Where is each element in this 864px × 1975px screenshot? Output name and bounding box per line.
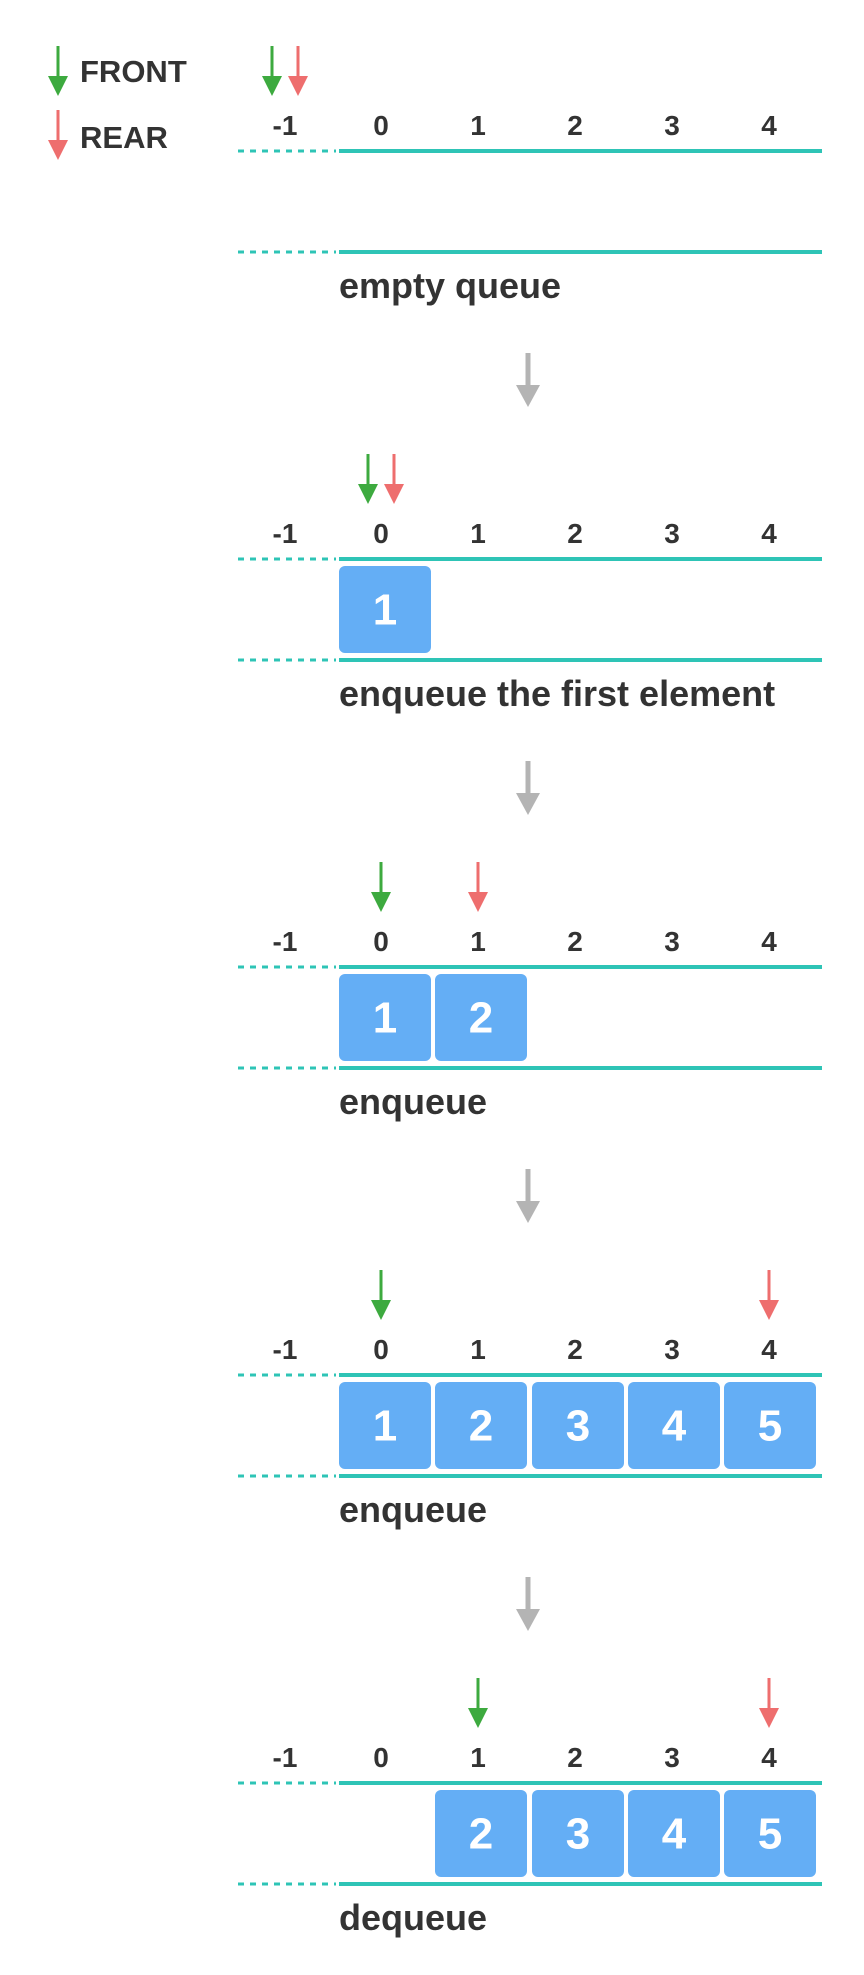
front-pointer-arrow-icon xyxy=(371,1270,391,1320)
front-legend-label: FRONT xyxy=(80,54,187,89)
queue-cell-value: 2 xyxy=(469,1810,493,1859)
index-label: 4 xyxy=(761,518,777,549)
index-label: 4 xyxy=(761,926,777,957)
front-legend-arrow-icon xyxy=(48,46,68,96)
queue-cell xyxy=(628,1790,720,1877)
index-label: 1 xyxy=(470,518,486,549)
front-pointer-arrow-icon xyxy=(262,46,282,96)
index-label: 2 xyxy=(567,110,583,141)
index-label: 2 xyxy=(567,1742,583,1773)
stage-caption: dequeue xyxy=(339,1897,487,1938)
index-label: 1 xyxy=(470,110,486,141)
process-down-arrow-icon xyxy=(516,353,540,407)
queue-cell-value: 4 xyxy=(662,1810,687,1859)
rear-pointer-arrow-icon xyxy=(759,1678,779,1728)
queue-cell xyxy=(339,566,431,653)
index-label: 3 xyxy=(664,518,680,549)
rear-legend-label: REAR xyxy=(80,120,168,155)
queue-cell-value: 1 xyxy=(373,1402,397,1451)
index-label: 2 xyxy=(567,518,583,549)
index-label: 2 xyxy=(567,1334,583,1365)
index-label: -1 xyxy=(273,1334,298,1365)
queue-stage: -1 0 1 2 3 4 2 3 4 5 dequeue xyxy=(238,1678,822,1938)
queue-cell-value: 5 xyxy=(758,1810,782,1859)
queue-cell-value: 2 xyxy=(469,1402,493,1451)
legend: FRONT REAR xyxy=(48,46,187,160)
rear-pointer-arrow-icon xyxy=(384,454,404,504)
rear-legend-arrow-icon xyxy=(48,110,68,160)
index-label: -1 xyxy=(273,1742,298,1773)
index-label: 1 xyxy=(470,1334,486,1365)
index-label: 0 xyxy=(373,518,389,549)
queue-stage: -1 0 1 2 3 4 empty queue xyxy=(238,46,822,407)
queue-stage: -1 0 1 2 3 4 1 enqueue the first element xyxy=(238,454,822,815)
process-down-arrow-icon xyxy=(516,1577,540,1631)
index-label: 1 xyxy=(470,926,486,957)
queue-cell xyxy=(435,1382,527,1469)
queue-cell xyxy=(532,1790,624,1877)
index-label: 3 xyxy=(664,926,680,957)
stage-caption: enqueue xyxy=(339,1489,487,1530)
index-label: 3 xyxy=(664,1742,680,1773)
queue-cell xyxy=(532,1382,624,1469)
index-label: 4 xyxy=(761,1742,777,1773)
queue-stage: -1 0 1 2 3 4 1 2 enqueue xyxy=(238,862,822,1223)
index-label: -1 xyxy=(273,110,298,141)
queue-cell-value: 2 xyxy=(469,994,493,1043)
queue-cell xyxy=(628,1382,720,1469)
queue-cell xyxy=(724,1382,816,1469)
index-label: 0 xyxy=(373,926,389,957)
rear-pointer-arrow-icon xyxy=(759,1270,779,1320)
index-label: -1 xyxy=(273,926,298,957)
index-label: 0 xyxy=(373,110,389,141)
queue-cell-value: 3 xyxy=(566,1402,590,1451)
index-label: 4 xyxy=(761,110,777,141)
queue-cell xyxy=(435,974,527,1061)
queue-cell xyxy=(339,1382,431,1469)
index-label: 2 xyxy=(567,926,583,957)
queue-cell xyxy=(724,1790,816,1877)
index-label: 4 xyxy=(761,1334,777,1365)
index-label: 3 xyxy=(664,1334,680,1365)
queue-cell-value: 1 xyxy=(373,994,397,1043)
stage-caption: empty queue xyxy=(339,265,561,306)
queue-stages: -1 0 1 2 3 4 empty queue -1 0 1 2 3 4 1 enqueue the fi… xyxy=(238,46,822,1938)
rear-pointer-arrow-icon xyxy=(468,862,488,912)
rear-pointer-arrow-icon xyxy=(288,46,308,96)
front-pointer-arrow-icon xyxy=(358,454,378,504)
queue-cell xyxy=(435,1790,527,1877)
process-down-arrow-icon xyxy=(516,761,540,815)
index-label: 3 xyxy=(664,110,680,141)
queue-cell xyxy=(339,974,431,1061)
index-label: -1 xyxy=(273,518,298,549)
front-pointer-arrow-icon xyxy=(371,862,391,912)
queue-cell-value: 4 xyxy=(662,1402,687,1451)
queue-cell-value: 3 xyxy=(566,1810,590,1859)
queue-stage: -1 0 1 2 3 4 1 2 3 4 5 enqueue xyxy=(238,1270,822,1631)
stage-caption: enqueue the first element xyxy=(339,673,775,714)
front-pointer-arrow-icon xyxy=(468,1678,488,1728)
queue-cell-value: 1 xyxy=(373,586,397,635)
process-down-arrow-icon xyxy=(516,1169,540,1223)
index-label: 1 xyxy=(470,1742,486,1773)
index-label: 0 xyxy=(373,1742,389,1773)
queue-cell-value: 5 xyxy=(758,1402,782,1451)
stage-caption: enqueue xyxy=(339,1081,487,1122)
index-label: 0 xyxy=(373,1334,389,1365)
